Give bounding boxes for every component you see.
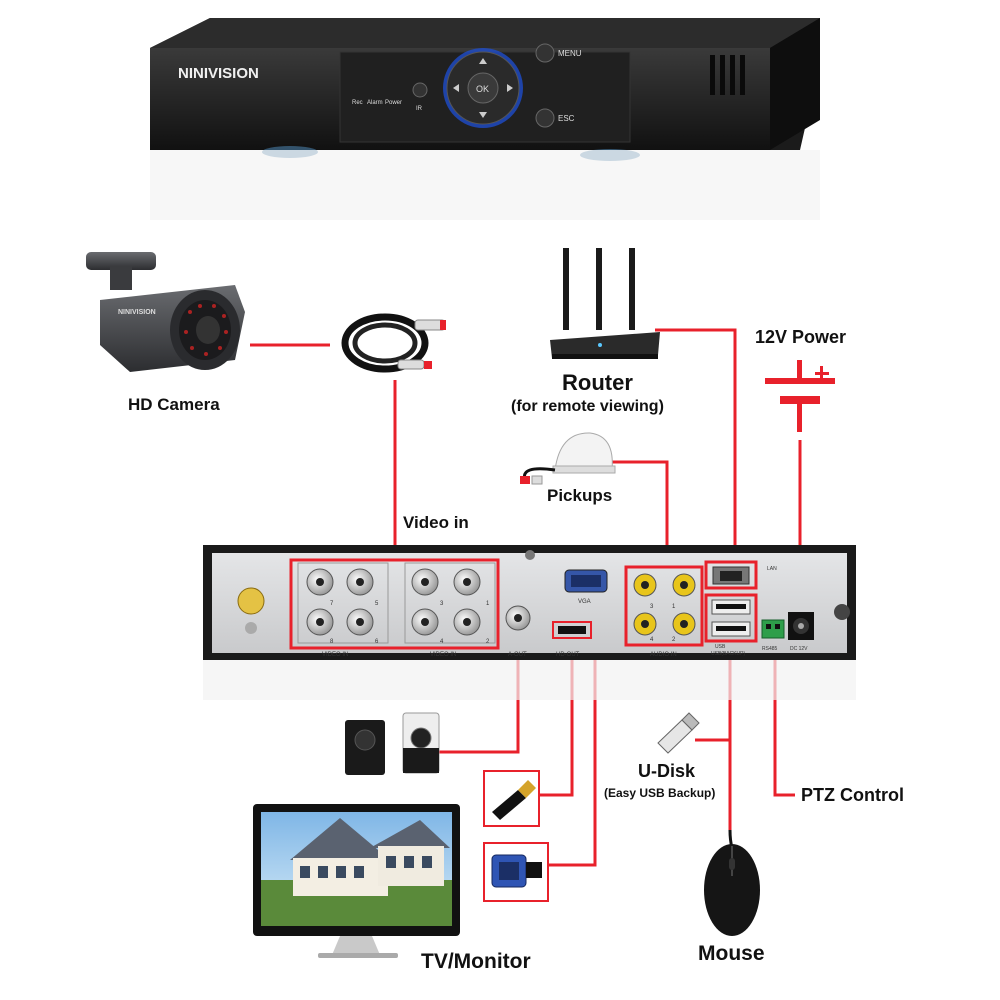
audio-channel-3: 3 — [650, 604, 654, 610]
hdmi-cable-icon — [492, 780, 536, 820]
bnc-ports[interactable] — [306, 568, 481, 636]
a-out-label: A-OUT — [508, 652, 527, 658]
tv-monitor-image — [253, 804, 460, 958]
menu-button[interactable] — [535, 43, 555, 63]
pickups-label: Pickups — [547, 486, 612, 505]
arrow-left-icon[interactable] — [453, 84, 459, 92]
lan-port[interactable] — [704, 560, 758, 590]
dc-label: DC 12V — [790, 646, 808, 652]
audio-in-ports[interactable] — [633, 573, 696, 636]
esc-button[interactable] — [535, 108, 555, 128]
mouse-image — [704, 829, 760, 936]
video-in-port-label-a: VIDEO IN — [322, 652, 348, 658]
audio-channel-2: 2 — [672, 637, 676, 643]
mouse-label: Mouse — [698, 942, 765, 965]
ir-receiver — [412, 82, 428, 98]
channel-6: 6 — [375, 639, 379, 645]
lan-label: LAN — [767, 566, 777, 572]
router-image — [550, 248, 660, 359]
pickup-microphone-image — [520, 432, 616, 485]
indicator-power: Power — [385, 100, 402, 106]
usb-label: USB — [715, 644, 726, 650]
ptz-label: PTZ Control — [801, 785, 904, 805]
brand-logo: NINIVISION — [178, 65, 259, 82]
hd-camera-image: NINIVISION — [86, 252, 245, 372]
hd-out-label: HD-OUT — [556, 652, 580, 658]
u-disk-sublabel: (Easy USB Backup) — [604, 786, 715, 800]
svg-text:NINIVISION: NINIVISION — [118, 309, 156, 316]
audio-in-group — [624, 565, 704, 647]
channel-2: 2 — [486, 639, 490, 645]
esc-label: ESC — [558, 114, 575, 123]
arrow-up-icon[interactable] — [479, 58, 487, 64]
hdmi-port[interactable] — [552, 621, 592, 639]
vga-cable-box — [483, 842, 549, 902]
hd-camera-label: HD Camera — [128, 395, 220, 414]
vga-label: VGA — [578, 599, 591, 605]
channel-1: 1 — [486, 601, 490, 607]
ir-label: IR — [416, 106, 423, 112]
menu-label: MENU — [558, 49, 582, 58]
vga-cable-icon — [491, 854, 542, 888]
rs485-terminal[interactable] — [761, 619, 785, 639]
channel-5: 5 — [375, 601, 379, 607]
arrow-right-icon[interactable] — [507, 84, 513, 92]
indicator-rec: Rec — [352, 100, 363, 106]
navigation-pad[interactable] — [443, 48, 523, 128]
channel-8: 8 — [330, 639, 334, 645]
channel-4: 4 — [440, 639, 444, 645]
power-label: 12V Power — [755, 327, 846, 347]
dc-power-jack[interactable] — [788, 612, 814, 640]
video-cable-image — [341, 313, 446, 373]
video-in-port-label-b: VIDEO IN — [430, 652, 456, 658]
audio-out-port[interactable] — [505, 605, 531, 631]
tv-monitor-label: TV/Monitor — [421, 950, 531, 973]
arrow-down-icon[interactable] — [479, 112, 487, 118]
channel-3: 3 — [440, 601, 444, 607]
vga-port[interactable] — [564, 569, 608, 593]
speakers-image — [345, 712, 440, 775]
video-in-group-a — [289, 558, 500, 650]
video-in-label: Video in — [403, 513, 469, 532]
usb-backup-label: USB(BACKUP) — [711, 651, 746, 657]
u-disk-image — [657, 712, 700, 754]
audio-channel-4: 4 — [650, 637, 654, 643]
indicator-alarm: Alarm — [367, 100, 383, 106]
audio-in-label: AUDIO IN — [650, 652, 677, 658]
router-label: Router — [562, 370, 633, 395]
ok-button[interactable]: OK — [476, 84, 489, 94]
usb-ports[interactable] — [704, 593, 758, 643]
u-disk-label: U-Disk — [638, 761, 696, 781]
dc-power-symbol-icon — [765, 360, 835, 432]
channel-7: 7 — [330, 601, 334, 607]
router-sublabel: (for remote viewing) — [511, 398, 664, 415]
rs485-label: RS485 — [762, 646, 778, 652]
audio-channel-1: 1 — [672, 604, 676, 610]
hdmi-cable-box — [483, 770, 540, 827]
